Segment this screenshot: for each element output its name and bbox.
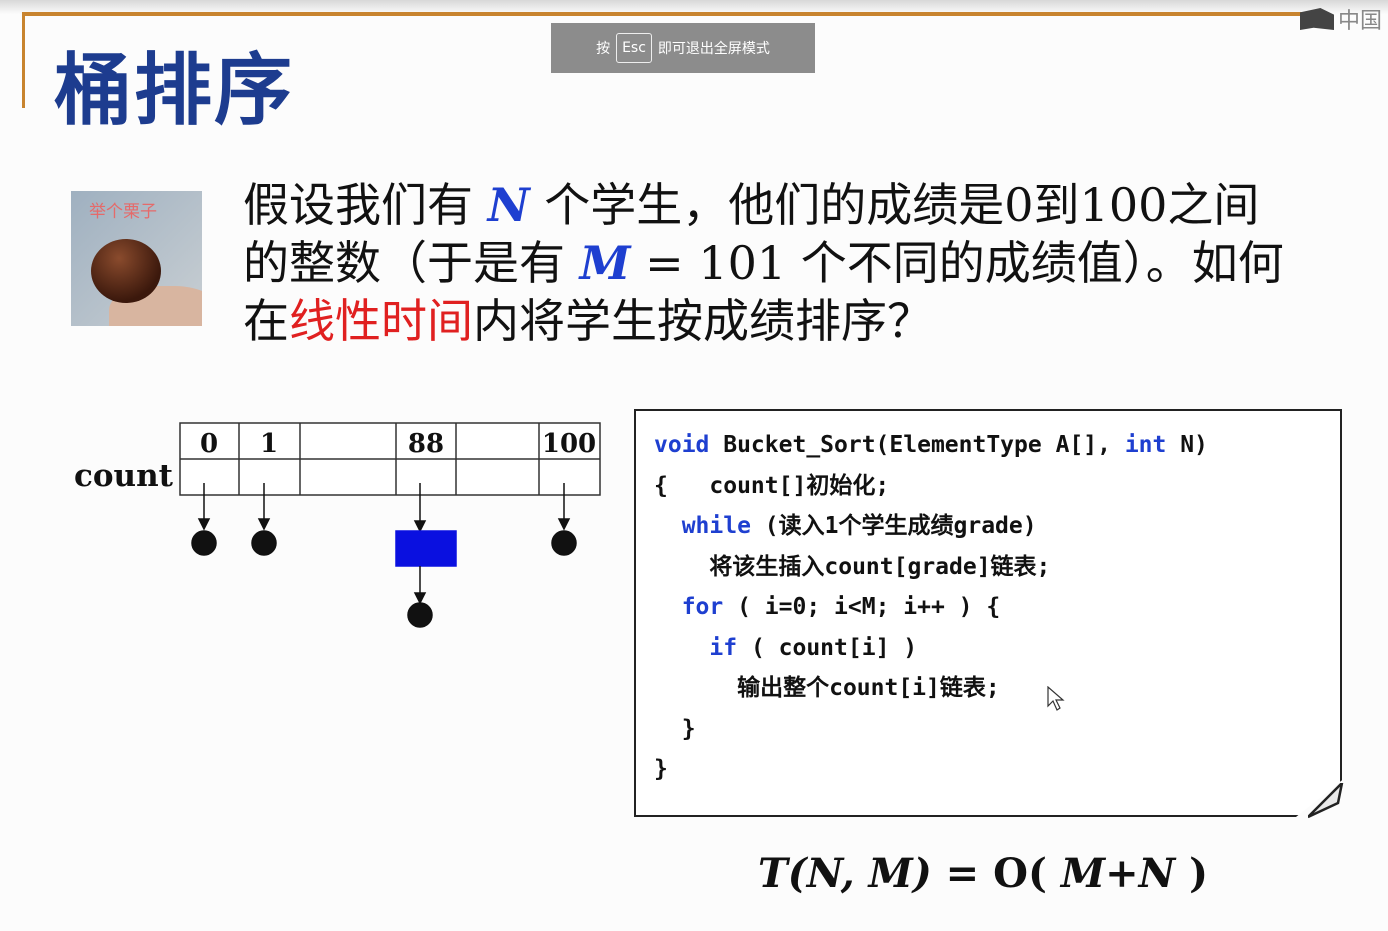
formula-lhs: T(N, M) bbox=[758, 850, 932, 897]
top-shade bbox=[0, 0, 1388, 14]
kw-for: for bbox=[681, 594, 724, 620]
logo-mark-icon bbox=[1300, 8, 1334, 30]
code-sig: Bucket_Sort(ElementType A[], bbox=[709, 432, 1125, 458]
chestnut-shape bbox=[91, 239, 161, 303]
question-part-4: 内将学生按成绩排序？ bbox=[473, 294, 933, 348]
arrow-head-100 bbox=[557, 518, 571, 531]
kw-void: void bbox=[654, 432, 710, 458]
code-line-4: 将该生插入count[grade]链表; bbox=[654, 547, 1208, 588]
code-line-6: if ( count[i] ) bbox=[654, 628, 1208, 669]
array-header-100: 100 bbox=[542, 429, 596, 459]
formula-arg: M+N bbox=[1046, 850, 1190, 897]
code-insert: 将该生插入count[grade]链表; bbox=[709, 553, 1051, 580]
code-output: 输出整个count[i]链表; bbox=[737, 675, 1000, 701]
code-for-cond: ( i=0; i<M; i++ ) { bbox=[723, 594, 1001, 620]
arrow-head-88 bbox=[413, 520, 427, 533]
code-line-5: for ( i=0; i<M; i++ ) { bbox=[654, 587, 1208, 628]
page-fold-icon bbox=[1308, 783, 1344, 819]
count-array bbox=[179, 422, 601, 496]
chestnut-image: 举个栗子 bbox=[71, 191, 202, 326]
null-node-1 bbox=[251, 530, 277, 556]
formula-close: ) bbox=[1189, 850, 1209, 897]
var-m: M bbox=[579, 236, 631, 290]
toast-prefix: 按 bbox=[596, 41, 611, 57]
arrow-head-0 bbox=[197, 518, 211, 531]
toast-suffix: 即可退出全屏模式 bbox=[657, 41, 770, 57]
code-sig-end: N) bbox=[1166, 432, 1208, 458]
array-header-88: 88 bbox=[408, 429, 444, 459]
code-line-2: { count[]初始化; bbox=[654, 472, 890, 499]
code-if-cond: ( count[i] ) bbox=[737, 634, 918, 661]
fullscreen-exit-toast: 按 Esc 即可退出全屏模式 bbox=[551, 23, 815, 73]
kw-while: while bbox=[681, 513, 751, 539]
code-line-3: while (读入1个学生成绩grade) bbox=[654, 506, 1208, 547]
question-part-2: 个学生，他们的成绩是0到100之间的整数（于是有 bbox=[243, 178, 1260, 290]
formula-eq: = bbox=[931, 850, 994, 897]
linear-time-highlight: 线性时间 bbox=[289, 294, 473, 348]
count-label: count bbox=[74, 458, 173, 494]
complexity-formula: T(N, M) = O( M+N ) bbox=[758, 850, 1208, 897]
array-header-1: 1 bbox=[260, 429, 278, 459]
code-line-7: 输出整个count[i]链表; bbox=[654, 668, 1208, 709]
bucket-node-88 bbox=[395, 530, 457, 567]
null-node-0 bbox=[191, 530, 217, 556]
question-part-1: 假设我们有 bbox=[243, 178, 488, 232]
slide-title: 桶排序 bbox=[54, 46, 295, 136]
logo-text: 中国 bbox=[1338, 9, 1383, 34]
esc-key-badge[interactable]: Esc bbox=[616, 33, 652, 63]
kw-if: if bbox=[709, 634, 738, 661]
null-node-88 bbox=[407, 602, 433, 628]
var-n: N bbox=[487, 178, 530, 232]
code-line-1: void Bucket_Sort(ElementType A[], int N) bbox=[654, 425, 1208, 466]
question-part-3: = 101 个不同的成绩值）。如何在 bbox=[243, 236, 1284, 348]
null-node-100 bbox=[551, 530, 577, 556]
pseudocode: void Bucket_Sort(ElementType A[], int N)… bbox=[654, 425, 1208, 790]
code-line-9: } bbox=[654, 756, 668, 782]
header-rule bbox=[22, 12, 1322, 16]
question-text: 假设我们有 N 个学生，他们的成绩是0到100之间的整数（于是有 M = 101… bbox=[243, 176, 1303, 350]
logo: 中国 bbox=[1300, 4, 1386, 34]
code-close-for: } bbox=[681, 715, 696, 742]
bucket-diagram: 0 1 88 100 bbox=[179, 422, 601, 628]
mouse-cursor-icon bbox=[1047, 686, 1065, 711]
code-while-cond: (读入1个学生成绩grade) bbox=[750, 513, 1037, 539]
header-left-rule bbox=[22, 12, 25, 108]
formula-o: O( bbox=[993, 850, 1047, 897]
code-box bbox=[634, 409, 1342, 817]
code-line-8: } bbox=[654, 709, 1208, 750]
kw-int: int bbox=[1124, 432, 1167, 458]
array-header-0: 0 bbox=[200, 429, 218, 459]
image-caption: 举个栗子 bbox=[89, 202, 157, 222]
arrow-head-1 bbox=[257, 518, 271, 531]
arrow-head-88-next bbox=[413, 592, 427, 605]
